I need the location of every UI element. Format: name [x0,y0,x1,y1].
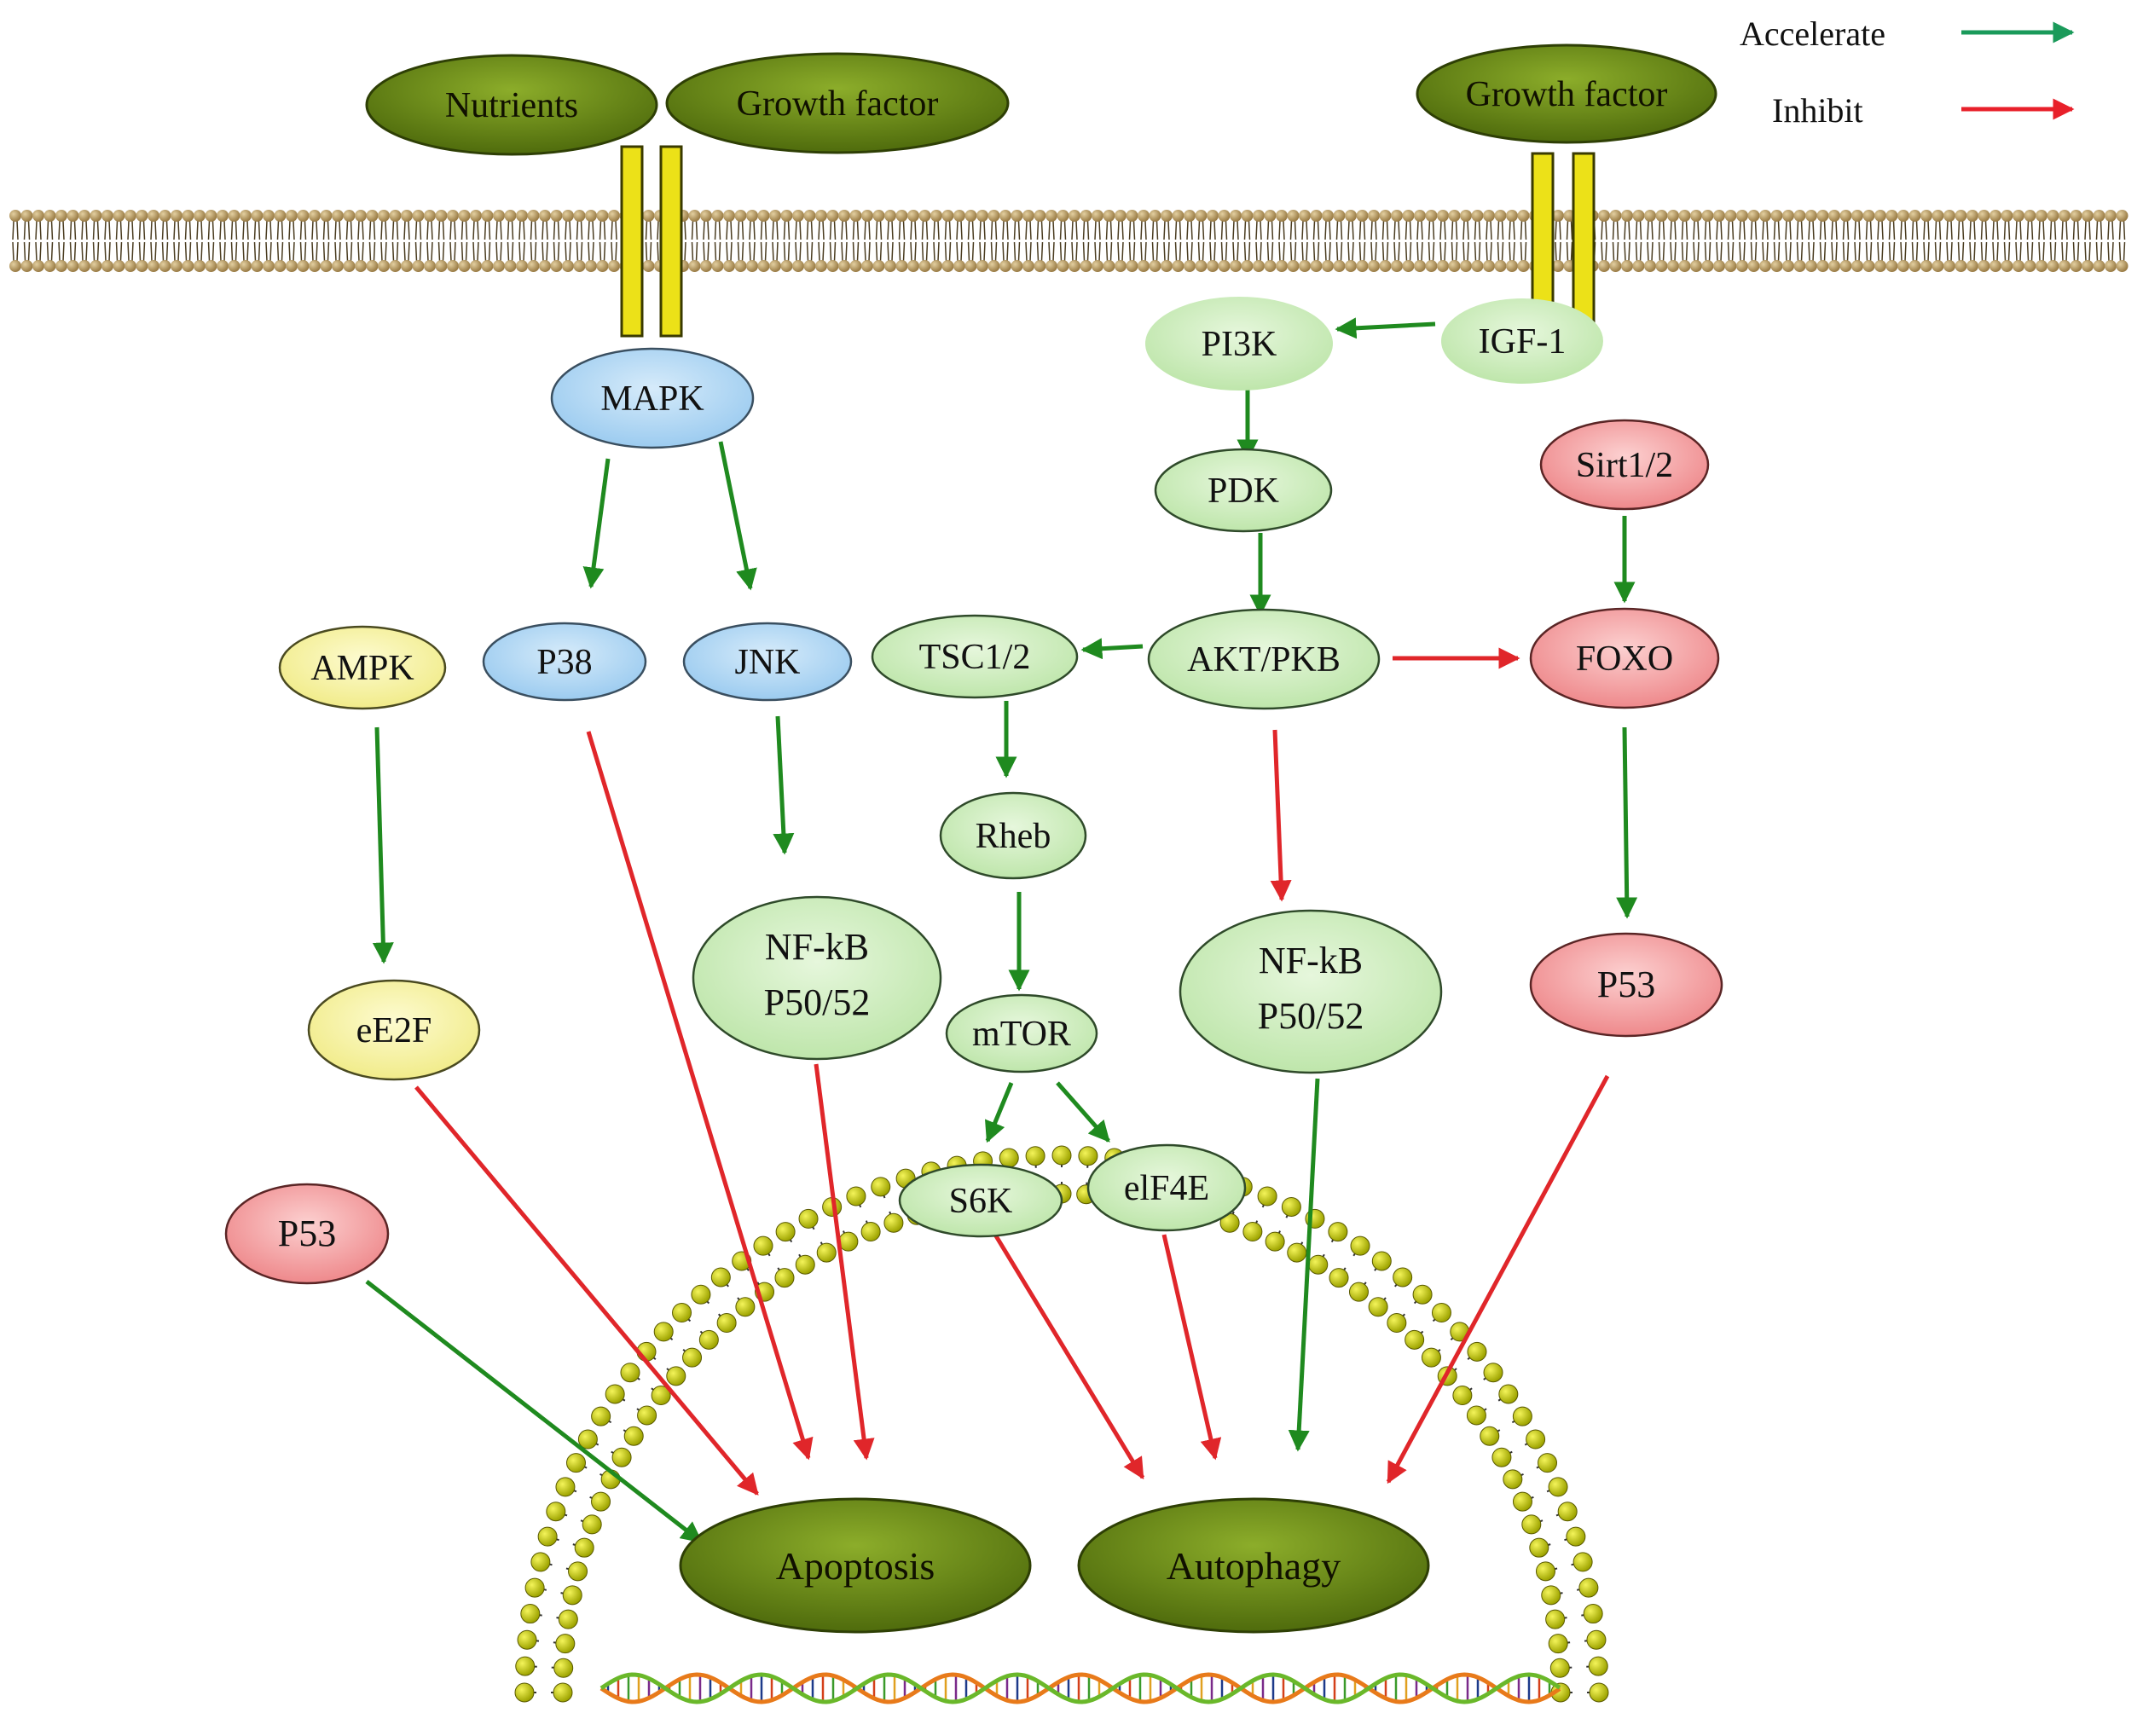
node-tsc: TSC1/2 [871,614,1079,699]
arrow-ampk-to-e2f [372,726,394,964]
ampk-label: AMPK [310,649,414,688]
nfkb-left-label-2: P50/52 [764,981,871,1023]
ligand-growth-factor-left: Growth factor [665,52,1010,154]
arrow-p38-to-apoptosis [586,731,814,1461]
pdk-label: PDK [1208,472,1279,511]
sirt-label: Sirt1/2 [1576,446,1673,485]
node-jnk: JNK [682,622,853,702]
pi3k-label: PI3K [1202,325,1277,364]
ligand-nutrients: Nutrients [365,54,658,156]
node-sirt: Sirt1/2 [1539,419,1710,511]
node-mtor: mTOR [945,993,1098,1073]
node-igf1: IGF-1 [1441,298,1603,384]
eif4e-label: elF4E [1124,1169,1209,1208]
arrow-mapk-to-p38 [582,458,611,589]
autophagy-label: Autophagy [1167,1544,1341,1588]
foxo-label: FOXO [1576,639,1673,679]
outcome-autophagy: Autophagy [1077,1497,1430,1634]
plasma-membrane [9,210,2129,272]
node-akt: AKT/PKB [1147,608,1381,710]
mtor-label: mTOR [972,1015,1071,1054]
arrow-mtor-to-s6k [985,1082,1014,1143]
arrow-nfkb-left-to-apoptosis [814,1063,875,1461]
legend: Accelerate Inhibit [1740,14,2075,130]
p38-label: P38 [536,643,592,682]
ligand-growth-factor-right: Growth factor [1416,43,1717,144]
node-mapk: MAPK [550,347,755,449]
receptor-left [620,145,683,338]
arrow-s6k-to-autophagy [993,1233,1145,1480]
node-e2f: eE2F [307,979,481,1081]
arrow-igf1-to-pi3k [1335,317,1436,339]
nfkb-right-label-2: P50/52 [1258,995,1364,1037]
node-rheb: Rheb [939,791,1087,880]
arrow-mapk-to-jnk [718,441,757,591]
arrow-p53-right-to-autophagy [1386,1074,1610,1484]
node-pi3k: PI3K [1145,297,1333,391]
legend-inhibit-label: Inhibit [1772,91,1863,130]
arrow-p53-left-to-apoptosis [365,1280,703,1543]
s6k-label: S6K [949,1182,1013,1221]
p53-left-label: P53 [278,1212,336,1254]
node-p53-right: P53 [1529,932,1723,1038]
akt-label: AKT/PKB [1187,640,1341,680]
e2f-label: eE2F [356,1011,432,1050]
tsc-label: TSC1/2 [919,638,1031,677]
outcome-apoptosis: Apoptosis [679,1497,1032,1634]
nfkb-left-label-1: NF-kB [765,926,869,968]
arrow-eif4e-to-autophagy [1161,1234,1222,1461]
arrow-foxo-to-p53 [1616,726,1638,919]
node-eif4e: elF4E [1086,1143,1247,1232]
mapk-label: MAPK [600,379,704,419]
growth-factor-right-label: Growth factor [1466,75,1668,114]
arrow-akt-to-tsc [1080,638,1144,660]
arrow-jnk-to-nfkb [773,715,795,855]
arrow-e2f-to-apoptosis [414,1085,759,1496]
node-nfkb-left: NF-kB P50/52 [692,895,942,1061]
arrow-nfkb-right-to-autophagy [1288,1078,1320,1452]
apoptosis-label: Apoptosis [776,1544,935,1588]
node-pdk: PDK [1154,448,1333,533]
dna-helix [599,1672,1561,1704]
node-nfkb-right: NF-kB P50/52 [1179,909,1443,1074]
node-p53-left: P53 [224,1183,390,1285]
igf1-label: IGF-1 [1479,322,1567,362]
pathway-arrows [365,317,1638,1543]
node-ampk: AMPK [278,625,447,710]
nuclear-membrane [514,1145,1609,1703]
arrow-mtor-to-eif4e [1056,1081,1110,1143]
nfkb-right-label-1: NF-kB [1259,940,1363,981]
arrow-akt-to-nfkb-right [1270,729,1292,902]
jnk-label: JNK [734,643,800,682]
legend-accelerate-label: Accelerate [1740,14,1885,53]
rheb-label: Rheb [976,817,1051,856]
p53-right-label: P53 [1597,963,1655,1005]
growth-factor-left-label: Growth factor [737,84,939,124]
node-p38: P38 [482,622,647,702]
node-foxo: FOXO [1529,607,1720,709]
nutrients-label: Nutrients [445,86,578,125]
node-s6k: S6K [898,1163,1063,1238]
